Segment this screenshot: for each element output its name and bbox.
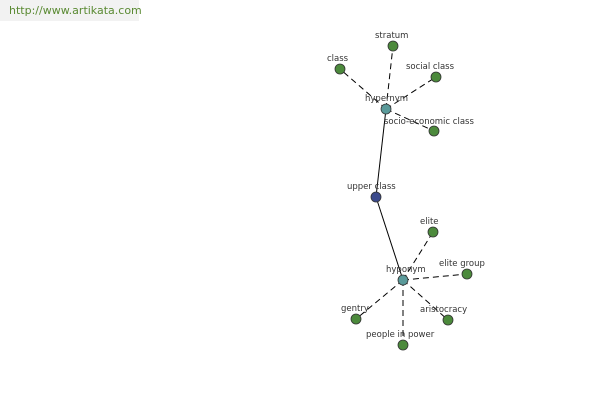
node-hypernym[interactable] <box>380 103 392 115</box>
label-elite: elite <box>420 217 439 227</box>
node-socio-economic-class[interactable] <box>428 125 440 137</box>
label-gentry: gentry <box>341 304 369 314</box>
node-aristocracy[interactable] <box>442 314 454 326</box>
label-class: class <box>327 54 349 64</box>
edge-hypernym-to-social-class <box>385 76 437 110</box>
node-gentry[interactable] <box>350 313 362 325</box>
edge-hypernym-to-socio-economic-class <box>385 108 435 132</box>
edge-hyponym-to-elite-group <box>402 273 468 281</box>
site-url-link[interactable]: http://www.artikata.com <box>0 0 142 21</box>
label-stratum: stratum <box>375 31 408 41</box>
label-people-in-power: people in power <box>366 330 435 340</box>
graph-nodes <box>334 40 473 351</box>
label-elite-group: elite group <box>439 259 485 269</box>
label-socio-economic-class: socio-economic class <box>384 117 474 127</box>
graph-edges <box>339 45 468 345</box>
node-social-class[interactable] <box>430 71 442 83</box>
node-elite[interactable] <box>427 226 439 238</box>
label-hyponym: hyponym <box>386 265 426 275</box>
edge-hypernym-to-class <box>339 68 387 110</box>
edge-hyponym-to-aristocracy <box>402 279 449 321</box>
node-hyponym[interactable] <box>397 274 409 286</box>
edge-center-to-hyponym <box>375 196 404 281</box>
edge-hypernym-to-stratum <box>385 45 394 110</box>
graph-labels: stratum class social class hypernym soci… <box>327 31 485 340</box>
node-stratum[interactable] <box>387 40 399 52</box>
label-upper-class: upper class <box>347 182 396 192</box>
label-hypernym: hypernym <box>365 94 408 104</box>
node-people-in-power[interactable] <box>397 339 409 351</box>
label-social-class: social class <box>406 62 455 72</box>
node-class[interactable] <box>334 63 346 75</box>
edge-hyponym-to-gentry <box>355 279 404 320</box>
label-aristocracy: aristocracy <box>420 305 467 315</box>
edge-center-to-hypernym <box>375 108 387 198</box>
node-center[interactable] <box>370 191 382 203</box>
node-elite-group[interactable] <box>461 268 473 280</box>
